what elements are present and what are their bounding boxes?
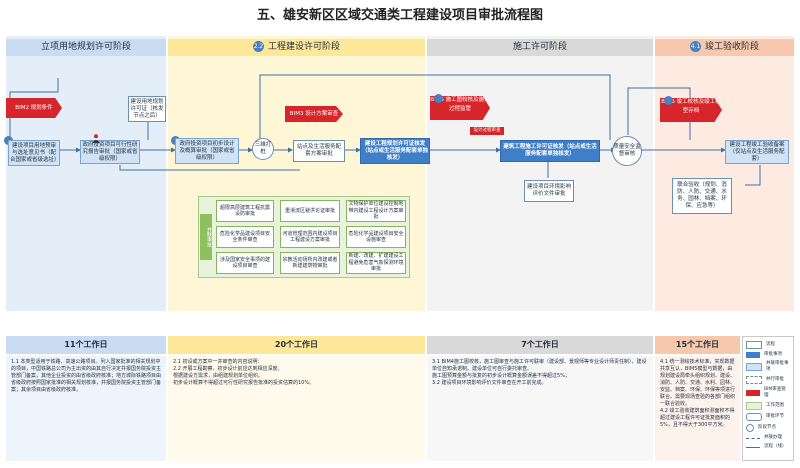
- stage-1-days: 11个工作日: [6, 336, 166, 354]
- stage-4-label: 竣工验收阶段: [704, 42, 759, 52]
- connector-start: [9, 78, 59, 150]
- stage-2-days: 20个工作日: [168, 336, 425, 354]
- stage-1-header: 立项用地规划许可阶段: [6, 39, 166, 56]
- stage-3-note: 3.1 BIM4施工图校核，施工图审查与施工许可联审（建设部、景观师等专业设计师…: [427, 356, 653, 461]
- legend-swatch: [746, 376, 762, 384]
- three-in-one-circle: 三维打桩: [252, 138, 274, 160]
- legend-item: 并联办理: [746, 435, 790, 441]
- project-approval-box: 建设项目用地预审与选址意见书（配合国家或省级选址）: [8, 140, 60, 166]
- quality-supervision-circle: 质量安全监督审核: [612, 136, 642, 166]
- stage-3-days: 7个工作日: [427, 336, 653, 354]
- legend-panel: 流程 审批事项 并联审批事项 并行审批 BIM审查管理 工作范围 审批环节 阶段…: [742, 336, 794, 461]
- stage-3-area: [427, 36, 653, 311]
- legend-item: 审批环节: [746, 413, 790, 421]
- legend-swatch: [746, 352, 760, 358]
- legend-text: 流程: [766, 342, 775, 347]
- parallel-item: 文物保护单位建设控制地带内建设工程设计方案审批: [346, 200, 406, 222]
- stage-4-step-dot: [664, 96, 673, 105]
- joint-acceptance-box: 联合验收（规划、消防、人防、交通、水务、园林、档案、环保、应急等）: [672, 178, 732, 214]
- parallel-item: 新建、改建、扩建建设工程避免危害气象探测环境审批: [346, 252, 406, 274]
- page-title: 五、雄安新区区域交通类工程建设项目审批流程图: [256, 8, 543, 23]
- legend-text: 阶段节点: [758, 425, 776, 430]
- stage-1-area: [6, 36, 166, 311]
- stage-4-note: 4.1 统一测绘技术标准，实现数据共享互认，BIM5模型与数据，由规划建设局牵头…: [655, 356, 740, 461]
- legend-text: 并联审批事项: [766, 361, 789, 372]
- completion-filing-box: 建设工程竣工验收备案（仅站点及生活服务配套）: [725, 140, 789, 164]
- legend-swatch: [746, 437, 760, 439]
- sub-review-label: 设计过程审查: [470, 127, 504, 135]
- legend-swatch: [746, 390, 760, 396]
- stage-2-label: 工程建设许可阶段: [267, 42, 340, 52]
- legend-text: 工作范围: [766, 403, 784, 408]
- stage-3-header: 施工许可阶段: [427, 39, 653, 56]
- parallel-item: 涉及国家安全事项的建设项目审查: [216, 252, 274, 274]
- legend-swatch: [746, 363, 762, 371]
- parallel-item: 危险化学品建设项目安全设施审查: [346, 226, 406, 248]
- legend-text: 审批事项: [764, 352, 782, 357]
- feasibility-box: 政府投资项目可行性研究报告审批（国家或省级权限）: [80, 140, 140, 164]
- legend-swatch: [746, 413, 762, 421]
- parallel-approvals-side-label: 并联审批: [200, 214, 212, 260]
- legend-swatch: [746, 424, 754, 432]
- stage-1-note: 1.1 本类型适用于铁路、高速公路项目。列入国家批准的相关规划中的项目，中国铁路…: [6, 356, 166, 461]
- env-review-box: 建设项目环境影响评价文件审批: [524, 180, 574, 202]
- site-plan-box: 站点及生活服务配套方案审批: [293, 140, 345, 162]
- legend-swatch: [746, 446, 760, 448]
- stage-4-number: 4.1: [689, 41, 701, 52]
- construction-permit-box: 建筑工程施工许可证核发（站点或生活服务配套单独核发）: [500, 140, 600, 162]
- legend-text: 流程（线）: [764, 444, 787, 449]
- legend-item: 流程: [746, 341, 790, 349]
- parallel-item: 超限高层建筑工程抗震设防审批: [216, 200, 274, 222]
- legend-text: 审批环节: [766, 414, 784, 419]
- stage-3-step-dot: [434, 94, 443, 103]
- legend-text: 并行审批: [766, 377, 784, 382]
- legend-text: BIM审查管理: [764, 387, 786, 398]
- stage-2-number: 2.2: [252, 41, 264, 52]
- legend-swatch: [746, 341, 762, 349]
- prelim-design-box: 政府投资项目初步设计及概算审批（国家或省级权限）: [175, 138, 239, 164]
- legend-item: 并联审批事项: [746, 361, 790, 373]
- stage-3-label: 施工许可阶段: [512, 42, 567, 52]
- legend-item: 阶段节点: [746, 424, 790, 432]
- parallel-item: 河道管理范围内建设项目工程建设方案审批: [280, 226, 340, 248]
- parallel-item: 危险化学品建设项目安全条件审查: [216, 226, 274, 248]
- stage-1-label: 立项用地规划许可阶段: [40, 42, 131, 52]
- bim-plan-tag: BIM2 规划条件: [6, 98, 62, 118]
- legend-swatch: [746, 402, 762, 410]
- stage-4-area: [655, 36, 794, 311]
- parallel-item: 重滑流区避洪论证审批: [280, 200, 340, 222]
- stage-2-note: 2.1 初设或方案中一并审查的内容说明： 2.2 开展工程勘察，初步设计前应达到…: [168, 356, 425, 461]
- legend-item: 流程（线）: [746, 444, 790, 450]
- stage-4-days: 15个工作日: [655, 336, 740, 354]
- legend-item: 审批事项: [746, 352, 790, 358]
- parallel-item: 宗教活动场所内改建或者新建建筑物审批: [280, 252, 340, 274]
- land-permit-box: 建设用地规划许可证（核发节点之后）: [128, 96, 166, 122]
- legend-item: BIM审查管理: [746, 387, 790, 399]
- legend-item: 工作范围: [746, 402, 790, 410]
- legend-item: 并行审批: [746, 376, 790, 384]
- bim-design-tag: BIM3 设计方案审查: [285, 106, 343, 122]
- person-icon: [92, 128, 100, 143]
- legend-text: 并联办理: [764, 435, 782, 440]
- eng-permit-box: 建设工程规划许可证核发（站点或生活服务配套单独核发）: [360, 138, 430, 164]
